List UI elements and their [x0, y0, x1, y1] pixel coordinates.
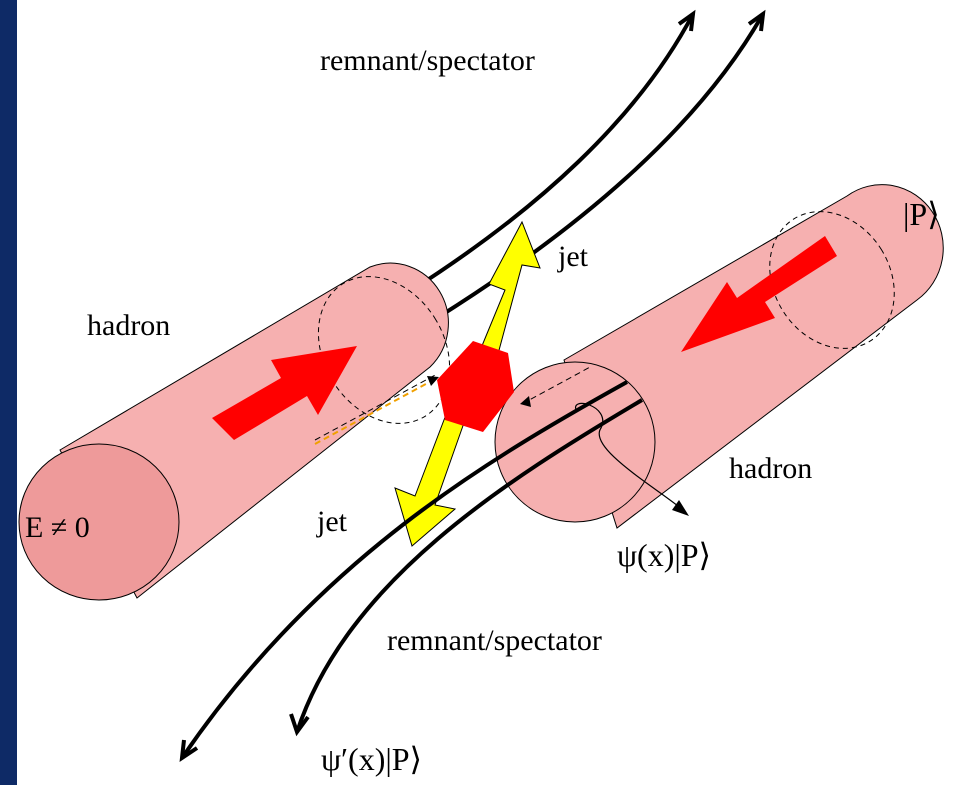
wavefunction-prime-label: ψ′(x)|P⟩	[321, 741, 422, 777]
momentum-arrow-right	[681, 236, 837, 352]
diagram-canvas: E ≠ 0 remnant/spectator jet hadron |P⟩ h…	[17, 0, 977, 785]
arrowhead-bottom-1	[179, 739, 199, 763]
jet-label-lower: jet	[316, 505, 348, 538]
remnant-line-bottom-1	[180, 380, 628, 760]
hadron-right	[494, 184, 944, 529]
remnant-line-top-1	[410, 13, 695, 292]
energy-text: E ≠ 0	[25, 511, 90, 544]
remnant-line-bottom-2	[295, 398, 644, 733]
jet-label-upper: jet	[557, 240, 589, 273]
collision-diagram: E ≠ 0 remnant/spectator jet hadron |P⟩ h…	[18, 9, 944, 777]
remnant-label-top: remnant/spectator	[320, 44, 535, 77]
momentum-arrow-left	[212, 346, 357, 440]
parton-arrowhead-right	[520, 396, 531, 407]
parton-line-left	[314, 377, 438, 445]
arrowhead-top-1	[677, 9, 696, 32]
parton-line-right	[521, 365, 593, 405]
hadron-right-body	[563, 184, 944, 529]
hadron-label-right: hadron	[729, 452, 812, 485]
arrowhead-top-2	[747, 9, 766, 32]
interaction-vertex	[437, 341, 514, 432]
arrowhead-bottom-2	[289, 713, 310, 737]
remnant-lines-bottom	[179, 380, 644, 763]
remnant-label-bottom: remnant/spectator	[387, 624, 602, 657]
energy-label: E ≠ 0	[25, 511, 90, 544]
wavefunction-label: ψ(x)|P⟩	[617, 537, 711, 573]
state-p-label: |P⟩	[903, 196, 940, 232]
hadron-right-far-end-edge	[769, 211, 895, 349]
jet-arrow-lower	[394, 411, 466, 547]
wavefunction-pointer	[574, 403, 684, 511]
parton-line-left-black	[314, 373, 438, 441]
wavefunction-pointer-head	[672, 500, 689, 516]
hadron-left-near-end	[18, 443, 180, 601]
hadron-label-left: hadron	[87, 309, 170, 342]
parton-arrowhead-left	[427, 376, 439, 386]
hadron-left	[18, 262, 451, 601]
